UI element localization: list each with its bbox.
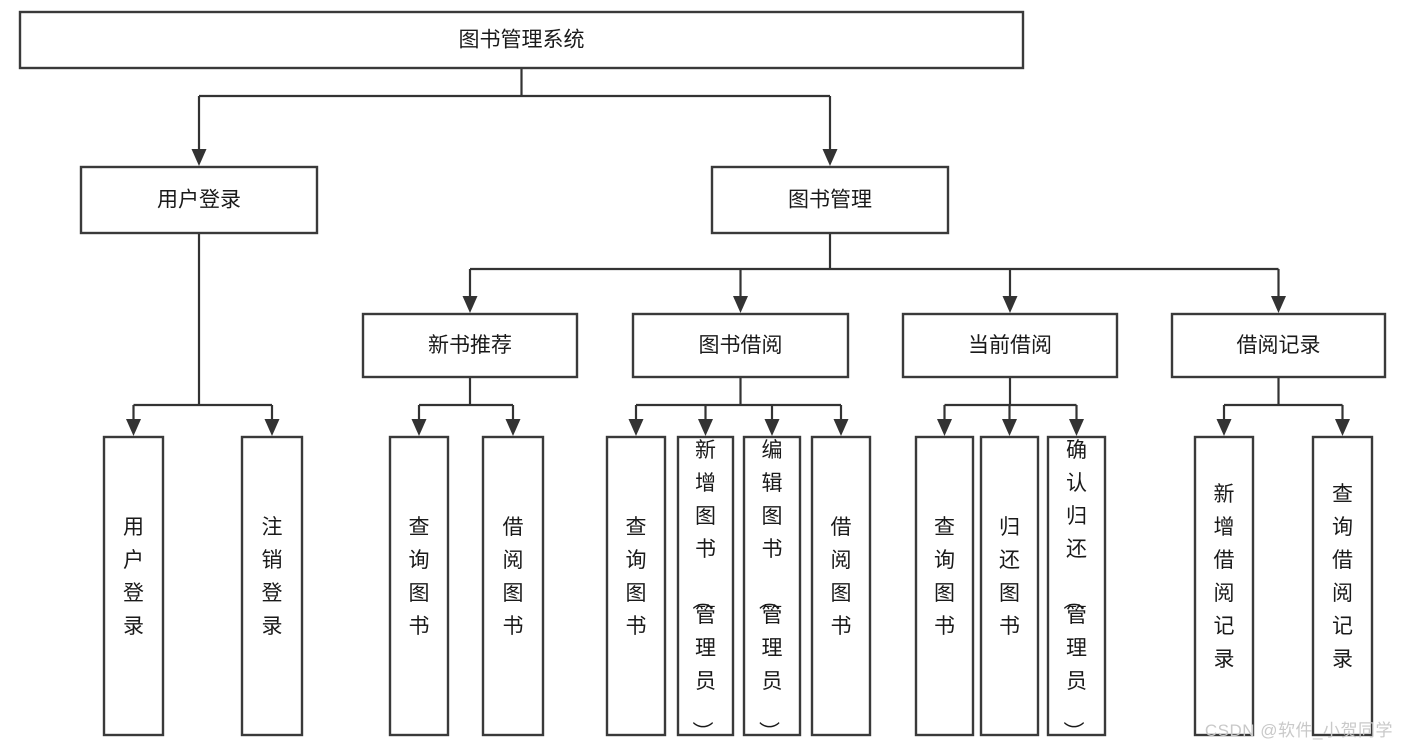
node-box-new-book-rec[interactable] [361, 312, 579, 379]
node-label-leaf-query-book-2: 查询图书 [626, 516, 647, 638]
node-leaf-borrow-book-1[interactable]: 借阅图书 [481, 435, 545, 737]
node-box-user-login[interactable] [79, 165, 319, 235]
node-leaf-add-record[interactable]: 新增借阅记录 [1193, 435, 1255, 737]
connector-group [937, 377, 1084, 436]
node-label-leaf-add-book: 新增图书（管理员） [690, 439, 716, 742]
node-leaf-confirm-return[interactable]: 确认归还（管理员） [1046, 435, 1107, 742]
connector-group [126, 233, 280, 436]
node-label-current-borrow: 当前借阅 [968, 334, 1052, 357]
node-label-leaf-query-book-3: 查询图书 [934, 516, 955, 638]
node-box-leaf-add-book[interactable] [676, 435, 735, 737]
node-label-leaf-edit-book: 编辑图书（管理员） [757, 439, 783, 742]
node-label-book-manage: 图书管理 [788, 189, 872, 212]
node-leaf-query-book-3[interactable]: 查询图书 [914, 435, 975, 737]
watermark: CSDN @软件_小贺同学 [1204, 721, 1393, 740]
node-book-manage[interactable]: 图书管理 [710, 165, 950, 235]
node-label-user-login: 用户登录 [157, 189, 241, 212]
node-book-borrow[interactable]: 图书借阅 [631, 312, 850, 379]
node-user-login[interactable]: 用户登录 [79, 165, 319, 235]
node-box-leaf-confirm-return[interactable] [1046, 435, 1107, 737]
node-layer: 图书管理系统用户登录图书管理新书推荐图书借阅当前借阅借阅记录用户登录注销登录查询… [18, 10, 1387, 742]
node-current-borrow[interactable]: 当前借阅 [901, 312, 1119, 379]
node-box-root[interactable] [18, 10, 1025, 70]
node-box-leaf-logout[interactable] [240, 435, 304, 737]
node-box-leaf-query-book-1[interactable] [388, 435, 450, 737]
node-label-leaf-logout: 注销登录 [262, 516, 283, 638]
node-leaf-add-book[interactable]: 新增图书（管理员） [676, 435, 735, 742]
node-label-leaf-query-record: 查询借阅记录 [1332, 483, 1353, 671]
node-label-leaf-return-book: 归还图书 [999, 516, 1020, 638]
node-box-leaf-return-book[interactable] [979, 435, 1040, 737]
node-leaf-query-book-2[interactable]: 查询图书 [605, 435, 667, 737]
connector-group [191, 68, 838, 166]
node-label-borrow-record: 借阅记录 [1237, 334, 1321, 357]
node-leaf-edit-book[interactable]: 编辑图书（管理员） [742, 435, 802, 742]
node-box-leaf-query-book-2[interactable] [605, 435, 667, 737]
node-box-leaf-user-login[interactable] [102, 435, 165, 737]
node-label-new-book-rec: 新书推荐 [428, 334, 512, 357]
node-box-book-borrow[interactable] [631, 312, 850, 379]
node-leaf-query-book-1[interactable]: 查询图书 [388, 435, 450, 737]
node-label-leaf-add-record: 新增借阅记录 [1214, 483, 1235, 671]
connector-group [628, 377, 849, 436]
node-label-leaf-borrow-book-1: 借阅图书 [503, 516, 524, 638]
node-root[interactable]: 图书管理系统 [18, 10, 1025, 70]
connector-layer [126, 68, 1350, 436]
node-leaf-user-login[interactable]: 用户登录 [102, 435, 165, 737]
connector-group [411, 377, 521, 436]
node-leaf-return-book[interactable]: 归还图书 [979, 435, 1040, 737]
node-box-leaf-edit-book[interactable] [742, 435, 802, 737]
node-box-book-manage[interactable] [710, 165, 950, 235]
node-borrow-record[interactable]: 借阅记录 [1170, 312, 1387, 379]
node-label-root: 图书管理系统 [459, 29, 585, 52]
node-box-leaf-query-book-3[interactable] [914, 435, 975, 737]
connector-group [1216, 377, 1350, 436]
node-label-leaf-borrow-book-2: 借阅图书 [831, 516, 852, 638]
node-leaf-logout[interactable]: 注销登录 [240, 435, 304, 737]
node-box-borrow-record[interactable] [1170, 312, 1387, 379]
node-label-leaf-user-login: 用户登录 [123, 516, 144, 638]
node-label-leaf-confirm-return: 确认归还（管理员） [1061, 439, 1087, 742]
node-box-leaf-borrow-book-2[interactable] [810, 435, 872, 737]
node-label-leaf-query-book-1: 查询图书 [409, 516, 430, 638]
node-box-leaf-borrow-book-1[interactable] [481, 435, 545, 737]
node-leaf-query-record[interactable]: 查询借阅记录 [1311, 435, 1374, 737]
node-label-book-borrow: 图书借阅 [699, 334, 783, 357]
node-box-current-borrow[interactable] [901, 312, 1119, 379]
node-box-leaf-query-record[interactable] [1311, 435, 1374, 737]
node-box-leaf-add-record[interactable] [1193, 435, 1255, 737]
node-new-book-rec[interactable]: 新书推荐 [361, 312, 579, 379]
connector-group [462, 233, 1286, 313]
node-leaf-borrow-book-2[interactable]: 借阅图书 [810, 435, 872, 737]
